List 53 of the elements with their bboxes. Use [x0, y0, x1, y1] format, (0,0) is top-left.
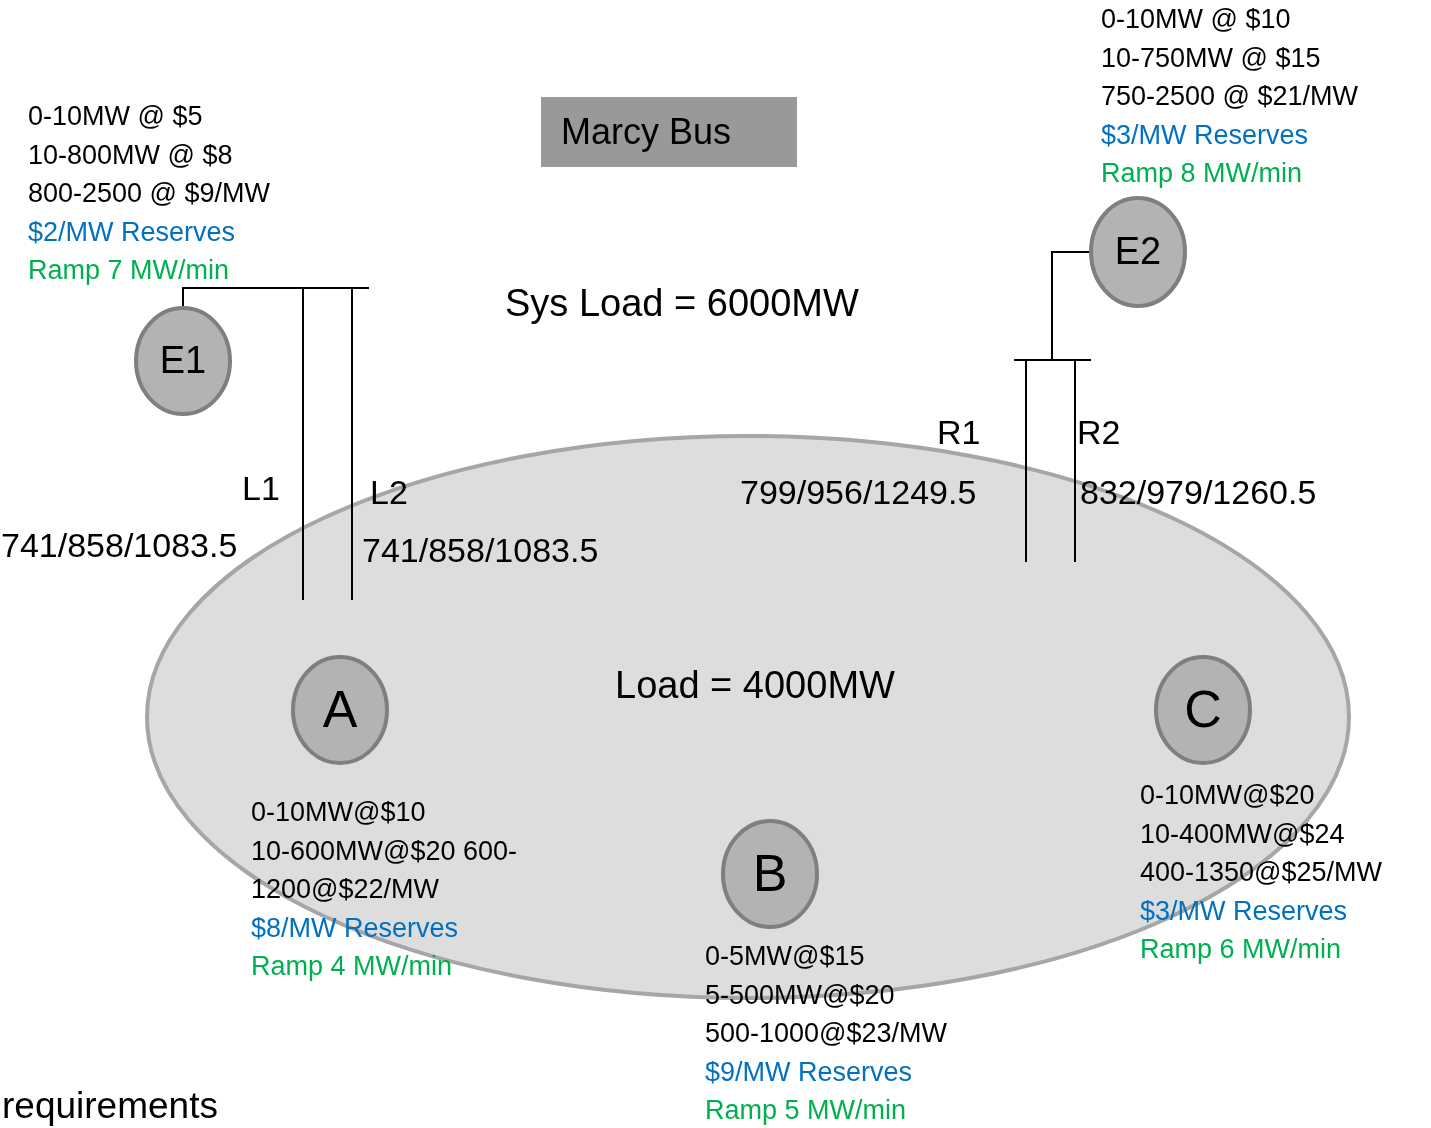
ramp-rate-text: Ramp 5 MW/min — [705, 1094, 908, 1127]
connector-line — [182, 287, 293, 307]
note-text: requirements — [2, 1085, 218, 1128]
reserve-price-text: $3/MW Reserves — [1101, 118, 1310, 152]
offer-price-text: 800-2500 @ $9/MW — [28, 177, 272, 210]
offer-price-text: 0-10MW@$20 — [1140, 779, 1316, 812]
reserve-price-text: $9/MW Reserves — [705, 1055, 914, 1089]
line-label: R1 — [937, 413, 981, 453]
line-label: L2 — [370, 473, 408, 513]
ramp-rate-text: Ramp 6 MW/min — [1140, 933, 1343, 966]
connector-line — [1051, 251, 1091, 360]
offer-price-text: 500-1000@$23/MW — [705, 1017, 949, 1050]
offer-price-text: 0-5MW@$15 — [705, 940, 866, 973]
generator-label: A — [322, 680, 358, 740]
flow-limit-text: 832/979/1260.5 — [1080, 473, 1317, 513]
flow-limit-text: 799/956/1249.5 — [740, 473, 977, 513]
ramp-rate-text: Ramp 7 MW/min — [28, 254, 231, 287]
connector-line — [302, 288, 304, 601]
offer-price-text: 0-10MW@$10 — [251, 796, 427, 829]
bus-label: Marcy Bus — [561, 111, 732, 153]
connector-line — [351, 288, 353, 601]
offer-price-text: 750-2500 @ $21/MW — [1101, 80, 1360, 113]
generator-label: B — [752, 844, 788, 904]
offer-price-text: 10-750MW @ $15 — [1101, 41, 1322, 75]
generator-circle — [1154, 655, 1252, 765]
reserve-price-text: $2/MW Reserves — [28, 215, 237, 249]
generator-circle — [134, 306, 232, 416]
system-load-text: Sys Load = 6000MW — [505, 282, 859, 326]
offer-price-text: 0-10MW @ $5 — [28, 100, 204, 133]
offer-price-text: 0-10MW @ $10 — [1101, 3, 1292, 36]
connector-line — [1074, 360, 1076, 563]
generator-circle — [291, 655, 389, 765]
generator-label: E1 — [159, 339, 207, 383]
offer-price-text: 10-800MW @ $8 — [28, 138, 234, 172]
offer-price-text: 10-400MW@$24 — [1140, 817, 1346, 851]
flow-limit-text: 741/858/1083.5 — [362, 531, 599, 571]
reserve-price-text: $3/MW Reserves — [1140, 894, 1349, 928]
flow-limit-text: 741/858/1083.5 — [1, 526, 238, 566]
generator-label: C — [1184, 680, 1222, 740]
ramp-rate-text: Ramp 4 MW/min — [251, 950, 454, 983]
ramp-rate-text: Ramp 8 MW/min — [1101, 157, 1304, 190]
line-label: L1 — [242, 469, 280, 509]
connector-line — [1025, 360, 1027, 563]
generator-label: E2 — [1114, 230, 1162, 274]
offer-price-text: 400-1350@$25/MW — [1140, 856, 1384, 889]
load-label: Load = 4000MW — [615, 664, 895, 708]
bus-box — [541, 97, 797, 167]
offer-price-text: 5-500MW@$20 — [705, 978, 896, 1012]
line-label: R2 — [1077, 413, 1121, 453]
generator-circle — [721, 819, 819, 929]
generator-circle — [1089, 196, 1187, 308]
reserve-price-text: $8/MW Reserves — [251, 911, 460, 945]
offer-price-text: 10-600MW@$20 600-1200@$22/MW — [251, 834, 519, 906]
